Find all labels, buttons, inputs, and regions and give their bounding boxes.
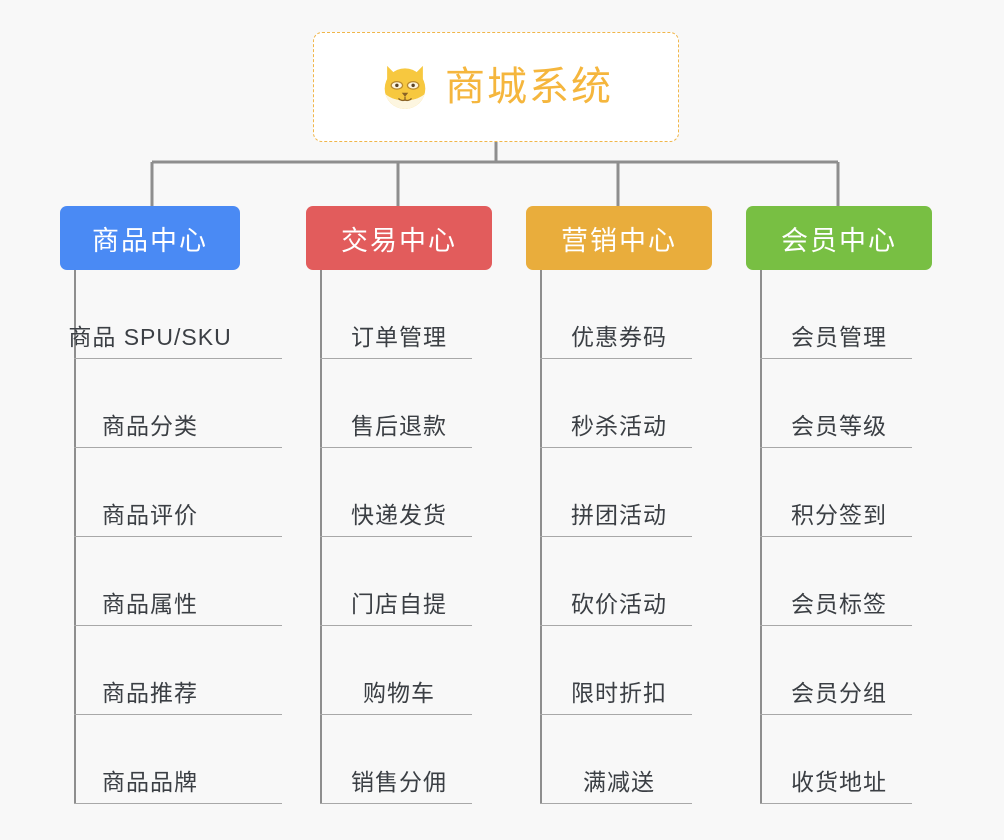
leaf-item-label: 拼团活动 bbox=[571, 502, 667, 528]
leaf-item-label: 会员等级 bbox=[791, 413, 887, 439]
leaf-item-label: 秒杀活动 bbox=[571, 413, 667, 439]
leaf-list-trade-center: 订单管理售后退款快递发货门店自提购物车销售分佣 bbox=[306, 270, 492, 804]
leaf-item-label: 商品推荐 bbox=[102, 680, 198, 706]
leaf-item[interactable]: 会员分组 bbox=[746, 626, 932, 715]
leaf-item-label: 销售分佣 bbox=[351, 769, 447, 795]
leaf-item-label: 商品 SPU/SKU bbox=[68, 324, 232, 350]
leaf-item[interactable]: 商品属性 bbox=[60, 537, 282, 626]
column-marketing-center: 营销中心优惠券码秒杀活动拼团活动砍价活动限时折扣满减送 bbox=[526, 206, 712, 804]
leaf-item[interactable]: 收货地址 bbox=[746, 715, 932, 804]
leaf-item-label: 订单管理 bbox=[351, 324, 447, 350]
leaf-item-label: 商品属性 bbox=[102, 591, 198, 617]
root-title: 商城系统 bbox=[445, 65, 613, 109]
leaf-item-label: 商品评价 bbox=[102, 502, 198, 528]
leaf-item[interactable]: 优惠券码 bbox=[526, 270, 712, 359]
leaf-list-product-center: 商品 SPU/SKU 商品分类商品评价商品属性商品推荐商品品牌 bbox=[60, 270, 282, 804]
leaf-item[interactable]: 限时折扣 bbox=[526, 626, 712, 715]
column-member-center: 会员中心会员管理会员等级积分签到会员标签会员分组收货地址 bbox=[746, 206, 932, 804]
leaf-item-label: 购物车 bbox=[363, 680, 435, 706]
leaf-item-label: 商品品牌 bbox=[102, 769, 198, 795]
leaf-item[interactable]: 满减送 bbox=[526, 715, 712, 804]
column-product-center: 商品中心商品 SPU/SKU 商品分类商品评价商品属性商品推荐商品品牌 bbox=[60, 206, 282, 804]
category-label: 营销中心 bbox=[561, 225, 677, 256]
leaf-item-label: 会员管理 bbox=[791, 324, 887, 350]
leaf-item[interactable]: 会员管理 bbox=[746, 270, 932, 359]
leaf-item[interactable]: 门店自提 bbox=[306, 537, 492, 626]
leaf-item-label: 门店自提 bbox=[351, 591, 447, 617]
leaf-item[interactable]: 商品 SPU/SKU bbox=[60, 270, 282, 359]
leaf-item[interactable]: 售后退款 bbox=[306, 359, 492, 448]
shiba-dog-face-icon bbox=[384, 65, 426, 109]
leaf-item[interactable]: 销售分佣 bbox=[306, 715, 492, 804]
leaf-item-label: 会员标签 bbox=[791, 591, 887, 617]
leaf-item-label: 限时折扣 bbox=[571, 680, 667, 706]
leaf-item-label: 砍价活动 bbox=[571, 591, 667, 617]
leaf-item[interactable]: 商品评价 bbox=[60, 448, 282, 537]
category-label: 会员中心 bbox=[781, 225, 897, 256]
category-label: 商品中心 bbox=[92, 225, 208, 256]
leaf-item[interactable]: 会员等级 bbox=[746, 359, 932, 448]
leaf-item-label: 商品分类 bbox=[102, 413, 198, 439]
leaf-item[interactable]: 快递发货 bbox=[306, 448, 492, 537]
leaf-item[interactable]: 商品品牌 bbox=[60, 715, 282, 804]
leaf-item[interactable]: 砍价活动 bbox=[526, 537, 712, 626]
leaf-item-label: 会员分组 bbox=[791, 680, 887, 706]
leaf-item-label: 售后退款 bbox=[351, 413, 447, 439]
column-trade-center: 交易中心订单管理售后退款快递发货门店自提购物车销售分佣 bbox=[306, 206, 492, 804]
leaf-item[interactable]: 积分签到 bbox=[746, 448, 932, 537]
leaf-item[interactable]: 订单管理 bbox=[306, 270, 492, 359]
category-box-trade-center[interactable]: 交易中心 bbox=[306, 206, 492, 270]
leaf-item[interactable]: 秒杀活动 bbox=[526, 359, 712, 448]
leaf-list-marketing-center: 优惠券码秒杀活动拼团活动砍价活动限时折扣满减送 bbox=[526, 270, 712, 804]
leaf-item[interactable]: 购物车 bbox=[306, 626, 492, 715]
category-box-member-center[interactable]: 会员中心 bbox=[746, 206, 932, 270]
leaf-item-label: 收货地址 bbox=[791, 769, 887, 795]
leaf-item-label: 积分签到 bbox=[791, 502, 887, 528]
category-box-product-center[interactable]: 商品中心 bbox=[60, 206, 240, 270]
leaf-item-label: 优惠券码 bbox=[571, 324, 667, 350]
leaf-item[interactable]: 会员标签 bbox=[746, 537, 932, 626]
root-node[interactable]: 商城系统 bbox=[313, 32, 679, 142]
leaf-item[interactable]: 拼团活动 bbox=[526, 448, 712, 537]
category-box-marketing-center[interactable]: 营销中心 bbox=[526, 206, 712, 270]
leaf-list-member-center: 会员管理会员等级积分签到会员标签会员分组收货地址 bbox=[746, 270, 932, 804]
leaf-item-label: 快递发货 bbox=[351, 502, 447, 528]
leaf-item[interactable]: 商品推荐 bbox=[60, 626, 282, 715]
category-label: 交易中心 bbox=[341, 225, 457, 256]
leaf-item-label: 满减送 bbox=[583, 769, 655, 795]
leaf-item[interactable]: 商品分类 bbox=[60, 359, 282, 448]
